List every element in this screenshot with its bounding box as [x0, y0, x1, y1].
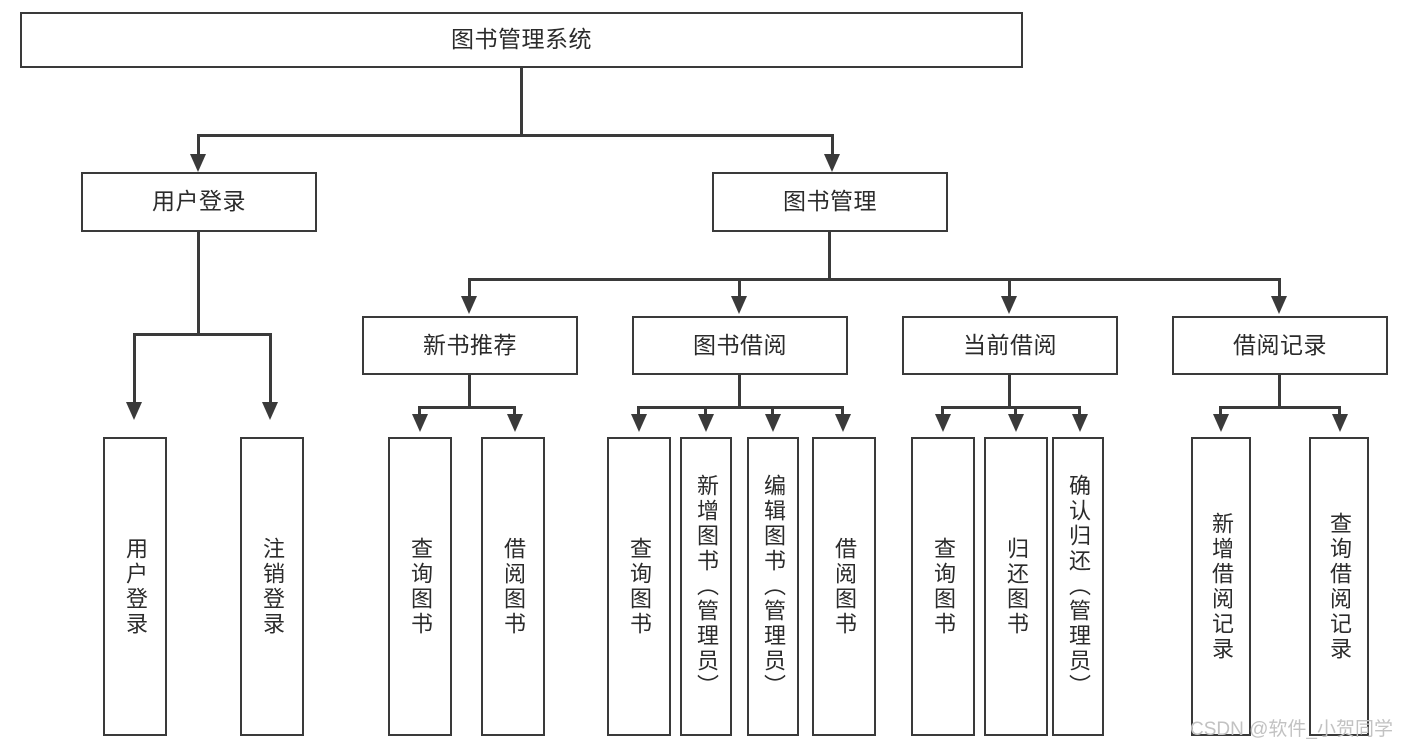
node-book-management[interactable]: 图书管理: [712, 172, 948, 232]
connector-borrow-to-add: [704, 406, 707, 418]
connector-current-to-query: [941, 406, 944, 418]
node-label: 查询借阅记录: [1326, 511, 1352, 662]
connector-current-to-confirm: [1078, 406, 1081, 418]
watermark-csdn: CSDN @软件_小贺同学: [1190, 719, 1393, 740]
node-label: 编辑图书（管理员）: [760, 474, 786, 699]
node-user-login[interactable]: 用户登录: [81, 172, 317, 232]
arrowhead-current-to-confirm: [1072, 414, 1088, 432]
connector-bookmgmt-stem: [828, 232, 831, 280]
node-label: 新增借阅记录: [1208, 511, 1234, 662]
node-label: 新增图书（管理员）: [693, 474, 719, 699]
connector-records-stem: [1278, 375, 1281, 408]
arrowhead-borrow-to-add: [698, 414, 714, 432]
connector-root-stem: [520, 68, 523, 136]
connector-borrow-stem: [738, 375, 741, 408]
leaf-user-login[interactable]: 用户登录: [103, 437, 167, 736]
node-borrow-records[interactable]: 借阅记录: [1172, 316, 1388, 375]
arrowhead-newbooks-to-query: [412, 414, 428, 432]
arrowhead-borrow-to-query: [631, 414, 647, 432]
leaf-query-borrow-record[interactable]: 查询借阅记录: [1309, 437, 1369, 736]
connector-records-to-add: [1219, 406, 1222, 418]
arrowhead-bookmgmt-to-current: [1001, 296, 1017, 314]
arrowhead-login-to-logout: [262, 402, 278, 420]
arrowhead-bookmgmt-to-newbooks: [461, 296, 477, 314]
node-label: 查询图书: [626, 536, 652, 637]
node-label: 确认归还（管理员）: [1065, 474, 1091, 699]
connector-records-to-query: [1338, 406, 1341, 418]
leaf-return-book[interactable]: 归还图书: [984, 437, 1048, 736]
node-new-book-recommend[interactable]: 新书推荐: [362, 316, 578, 375]
leaf-query-books-newbooks[interactable]: 查询图书: [388, 437, 452, 736]
node-label: 图书管理: [783, 188, 877, 215]
connector-newbooks-to-borrow: [513, 406, 516, 418]
connector-borrow-to-edit: [771, 406, 774, 418]
node-label: 归还图书: [1003, 536, 1029, 637]
leaf-edit-book-admin[interactable]: 编辑图书（管理员）: [747, 437, 799, 736]
connector-root-to-login: [197, 134, 200, 158]
connector-newbooks-bar: [418, 406, 516, 409]
arrowhead-root-to-login: [190, 154, 206, 172]
arrowhead-borrow-to-lend: [835, 414, 851, 432]
node-label: 借阅图书: [831, 536, 857, 637]
arrowhead-root-to-bookmgmt: [824, 154, 840, 172]
connector-bookmgmt-to-borrow: [738, 278, 741, 300]
connector-login-stem: [197, 232, 200, 335]
node-label: 查询图书: [407, 536, 433, 637]
connector-newbooks-to-query: [418, 406, 421, 418]
arrowhead-records-to-add: [1213, 414, 1229, 432]
leaf-lend-book[interactable]: 借阅图书: [812, 437, 876, 736]
node-label: 图书管理系统: [451, 26, 592, 53]
arrowhead-login-to-userlogin: [126, 402, 142, 420]
node-label: 当前借阅: [963, 331, 1057, 358]
connector-current-stem: [1008, 375, 1011, 408]
connector-borrow-to-query: [637, 406, 640, 418]
connector-borrow-bar: [637, 406, 844, 409]
node-label: 借阅记录: [1233, 331, 1327, 358]
node-root-system[interactable]: 图书管理系统: [20, 12, 1023, 68]
node-label: 用户登录: [122, 536, 148, 637]
node-label: 注销登录: [259, 536, 285, 637]
connector-current-bar: [941, 406, 1081, 409]
arrowhead-records-to-query: [1332, 414, 1348, 432]
arrowhead-current-to-query: [935, 414, 951, 432]
leaf-borrow-books-newbooks[interactable]: 借阅图书: [481, 437, 545, 736]
connector-records-bar: [1219, 406, 1341, 409]
node-label: 用户登录: [152, 188, 246, 215]
node-label: 查询图书: [930, 536, 956, 637]
connector-root-to-bookmgmt: [831, 134, 834, 158]
arrowhead-borrow-to-edit: [765, 414, 781, 432]
node-label: 新书推荐: [423, 331, 517, 358]
arrowhead-current-to-return: [1008, 414, 1024, 432]
arrowhead-bookmgmt-to-records: [1271, 296, 1287, 314]
connector-login-to-userlogin: [133, 333, 136, 405]
node-current-borrow[interactable]: 当前借阅: [902, 316, 1118, 375]
arrowhead-bookmgmt-to-borrow: [731, 296, 747, 314]
node-book-borrow[interactable]: 图书借阅: [632, 316, 848, 375]
arrowhead-newbooks-to-borrow: [507, 414, 523, 432]
leaf-query-books-borrow[interactable]: 查询图书: [607, 437, 671, 736]
leaf-query-books-current[interactable]: 查询图书: [911, 437, 975, 736]
connector-login-to-logout: [269, 333, 272, 405]
connector-current-to-return: [1014, 406, 1017, 418]
connector-borrow-to-lend: [841, 406, 844, 418]
leaf-add-book-admin[interactable]: 新增图书（管理员）: [680, 437, 732, 736]
connector-bookmgmt-bar: [468, 278, 1280, 281]
connector-newbooks-stem: [468, 375, 471, 408]
connector-bookmgmt-to-records: [1278, 278, 1281, 300]
connector-login-bar: [133, 333, 271, 336]
connector-root-bar: [197, 134, 834, 137]
node-label: 图书借阅: [693, 331, 787, 358]
node-label: 借阅图书: [500, 536, 526, 637]
leaf-add-borrow-record[interactable]: 新增借阅记录: [1191, 437, 1251, 736]
connector-bookmgmt-to-newbooks: [468, 278, 471, 300]
connector-bookmgmt-to-current: [1008, 278, 1011, 300]
leaf-confirm-return-admin[interactable]: 确认归还（管理员）: [1052, 437, 1104, 736]
leaf-logout[interactable]: 注销登录: [240, 437, 304, 736]
